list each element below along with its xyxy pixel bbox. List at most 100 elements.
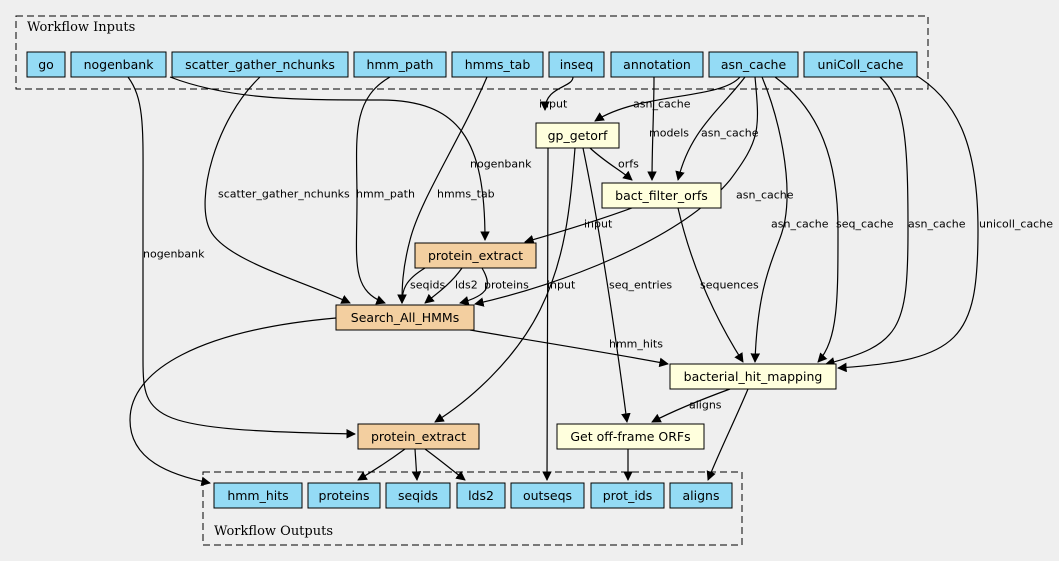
svg-text:seq_cache: seq_cache: [836, 218, 894, 231]
svg-text:seqids: seqids: [410, 279, 446, 292]
input-inseq[interactable]: inseq: [548, 51, 605, 78]
svg-text:asn_cache: asn_cache: [721, 57, 787, 72]
svg-text:aligns: aligns: [683, 488, 720, 503]
workflow-outputs-cluster: Workflow Outputs: [202, 471, 743, 546]
edge-hmmpath-search: hmm_path: [355, 76, 415, 305]
svg-text:prot_ids: prot_ids: [603, 488, 653, 503]
input-hmms-tab[interactable]: hmms_tab: [451, 51, 544, 78]
svg-text:lds2: lds2: [468, 488, 494, 503]
edge-pe2-proteins: [357, 448, 406, 481]
edge-bhm-aligns: [706, 388, 749, 481]
svg-text:nogenbank: nogenbank: [143, 248, 205, 261]
node-search-all-hmms[interactable]: Search_All_HMMs: [335, 304, 475, 331]
svg-text:hmm_path: hmm_path: [367, 57, 434, 72]
output-outseqs[interactable]: outseqs: [510, 482, 585, 509]
svg-text:protein_extract: protein_extract: [428, 248, 523, 263]
edge-unicoll-bhm-b: unicoll_cache: [837, 72, 1053, 373]
output-prot-ids[interactable]: prot_ids: [590, 482, 665, 509]
output-hmm-hits[interactable]: hmm_hits: [213, 482, 303, 509]
svg-text:input: input: [539, 98, 568, 111]
svg-text:hmm_hits: hmm_hits: [227, 488, 288, 503]
edge-bhm-offframe: aligns: [651, 388, 731, 423]
edge-asn-filter: asn_cache: [675, 76, 759, 181]
svg-text:nogenbank: nogenbank: [84, 57, 155, 72]
edge-search-hmmhits: [129, 317, 337, 487]
output-proteins[interactable]: proteins: [307, 482, 381, 509]
svg-text:hmm_path: hmm_path: [356, 188, 415, 201]
edge-getorf-filter: orfs: [589, 147, 639, 181]
edge-asn-bhm-a: asn_cache: [750, 76, 829, 363]
edge-asn-getorf: asn_cache: [594, 76, 741, 122]
svg-text:hmm_hits: hmm_hits: [609, 338, 663, 351]
svg-text:asn_cache: asn_cache: [908, 218, 966, 231]
workflow-inputs-cluster: Workflow Inputs: [15, 15, 929, 90]
svg-text:aligns: aligns: [689, 399, 722, 412]
edge-unicoll-bhm-a: asn_cache: [825, 76, 966, 367]
input-scatter-gather-nchunks[interactable]: scatter_gather_nchunks: [171, 51, 349, 78]
input-hmm-path[interactable]: hmm_path: [353, 51, 447, 78]
input-go[interactable]: go: [26, 51, 66, 78]
svg-text:scatter_gather_nchunks: scatter_gather_nchunks: [185, 57, 335, 72]
svg-text:outseqs: outseqs: [523, 488, 572, 503]
edge-pe2-seqids: [411, 448, 422, 481]
edge-pe1-search-proteins: proteins: [459, 267, 529, 306]
node-get-off-frame-orfs[interactable]: Get off-frame ORFs: [556, 423, 705, 450]
svg-text:hmms_tab: hmms_tab: [437, 188, 495, 201]
svg-text:Get off-frame ORFs: Get off-frame ORFs: [570, 429, 690, 444]
svg-text:lds2: lds2: [455, 279, 478, 292]
svg-text:scatter_gather_nchunks: scatter_gather_nchunks: [218, 188, 350, 201]
svg-text:inseq: inseq: [560, 57, 594, 72]
edge-pe1-search-lds2: lds2: [424, 267, 478, 304]
svg-text:proteins: proteins: [484, 279, 529, 292]
edge-filter-bhm: sequences: [677, 207, 759, 363]
input-asn-cache[interactable]: asn_cache: [708, 51, 799, 78]
svg-text:unicoll_cache: unicoll_cache: [979, 218, 1053, 231]
svg-text:uniColl_cache: uniColl_cache: [818, 57, 904, 72]
output-aligns[interactable]: aligns: [669, 482, 733, 509]
svg-text:input: input: [547, 279, 576, 292]
edge-getorf-outseqs: input: [542, 147, 576, 481]
svg-text:asn_cache: asn_cache: [633, 98, 691, 111]
svg-text:bacterial_hit_mapping: bacterial_hit_mapping: [684, 369, 823, 384]
svg-text:models: models: [649, 127, 689, 140]
input-unicoll-cache[interactable]: uniColl_cache: [803, 51, 918, 78]
output-seqids[interactable]: seqids: [385, 482, 451, 509]
node-protein-extract-2[interactable]: protein_extract: [357, 423, 480, 450]
svg-text:nogenbank: nogenbank: [470, 158, 532, 171]
node-gp-getorf[interactable]: gp_getorf: [535, 122, 620, 149]
svg-text:asn_cache: asn_cache: [771, 218, 829, 231]
svg-text:gp_getorf: gp_getorf: [548, 128, 608, 143]
edge-pe1-search-seqids: seqids: [397, 267, 446, 304]
svg-text:annotation: annotation: [623, 57, 691, 72]
edge-annotation-filter: models: [647, 76, 689, 181]
svg-text:asn_cache: asn_cache: [701, 127, 759, 140]
svg-text:proteins: proteins: [319, 488, 370, 503]
svg-text:sequences: sequences: [700, 279, 759, 292]
edge-getorf-offframe: seq_entries: [582, 147, 672, 423]
edge-asn-bhm-b: seq_cache: [774, 76, 894, 363]
svg-text:bact_filter_orfs: bact_filter_orfs: [615, 188, 708, 203]
svg-text:seq_entries: seq_entries: [609, 279, 672, 292]
edge-inseq-getorf: input: [539, 76, 574, 111]
svg-text:input: input: [584, 218, 613, 231]
edges: input asn_cache models asn_cache orfs no…: [127, 72, 1053, 487]
output-lds2[interactable]: lds2: [456, 482, 506, 509]
node-bact-filter-orfs[interactable]: bact_filter_orfs: [601, 182, 722, 209]
input-nogenbank[interactable]: nogenbank: [70, 51, 167, 78]
svg-text:orfs: orfs: [618, 158, 639, 171]
edge-hmmstab-search: hmms_tab: [397, 76, 495, 304]
input-annotation[interactable]: annotation: [610, 51, 704, 78]
edge-filter-pe1: input: [524, 204, 641, 245]
edge-getorf-pe2: [434, 147, 576, 423]
svg-text:seqids: seqids: [398, 488, 438, 503]
node-protein-extract-1[interactable]: protein_extract: [414, 242, 537, 269]
svg-text:protein_extract: protein_extract: [371, 429, 466, 444]
edge-sgn-search: scatter_gather_nchunks: [204, 76, 351, 304]
svg-text:asn_cache: asn_cache: [736, 189, 794, 202]
edge-pe2-lds2: [424, 448, 466, 481]
svg-text:Search_All_HMMs: Search_All_HMMs: [351, 310, 459, 325]
edge-nogenbank-pe2: nogenbank: [127, 76, 356, 439]
node-bacterial-hit-mapping[interactable]: bacterial_hit_mapping: [669, 363, 837, 390]
svg-text:go: go: [38, 57, 54, 72]
